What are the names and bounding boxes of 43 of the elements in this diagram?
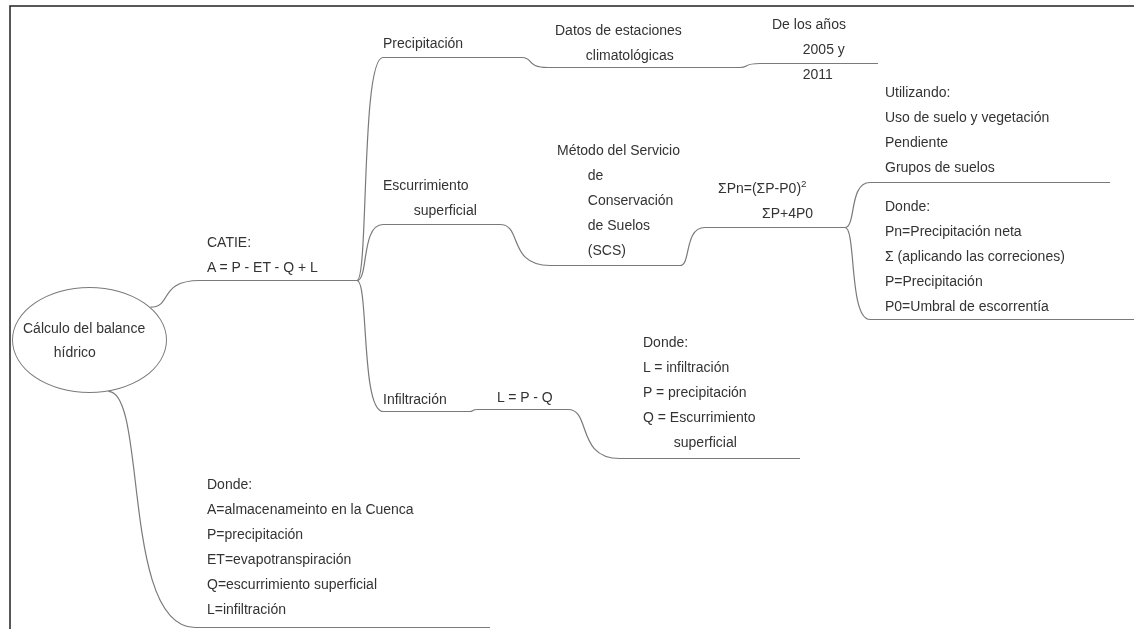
branch-connector xyxy=(679,226,706,267)
branch-connector xyxy=(844,226,871,321)
branch-text: Pendiente xyxy=(885,133,950,152)
branch-text: ΣPn=(ΣP-P0)$^{2}$ xyxy=(718,177,808,198)
branch-text: Datos de estaciones climatológicas xyxy=(555,21,683,65)
branch-text: Donde: xyxy=(207,475,254,494)
branch-text: CATIE: xyxy=(207,233,253,252)
branch-text: L = infiltración xyxy=(643,358,731,377)
branch-text: Uso de suelo y vegetación xyxy=(885,108,1051,127)
branch-text: L=infiltración xyxy=(207,600,287,619)
branch-text: Utilizando: xyxy=(885,83,952,102)
topic-text: Cálculo del balance hídrico xyxy=(23,319,147,362)
branch-text: Donde: xyxy=(643,333,690,352)
branch-text: Σ (aplicando las correciones) xyxy=(885,247,1066,266)
branch-connector xyxy=(149,279,201,308)
branch-text: A = P - ET - Q + L xyxy=(207,258,319,277)
branch-text: Q=escurrimiento superficial xyxy=(207,575,378,594)
branch-text: L = P - Q xyxy=(497,388,554,407)
branch-connector xyxy=(844,181,871,229)
branch-connector xyxy=(356,56,384,282)
branch-text: ΣP+4P0 xyxy=(762,204,815,223)
branch-text: Método del Servicio de Conservación de Suelos (SCS) xyxy=(557,141,680,260)
branch-connector xyxy=(499,223,551,267)
branch-text: De los años 2005 y 2011 xyxy=(772,15,847,84)
branch-connector xyxy=(469,408,479,413)
branch-connector xyxy=(739,62,761,69)
branch-text: P=Precipitación xyxy=(885,272,984,291)
branch-text: Grupos de suelos xyxy=(885,158,996,177)
branch-text: A=almacenameinto en la Cuenca xyxy=(207,500,415,519)
branch-text: Precipitación xyxy=(383,34,465,53)
branch-connector xyxy=(356,223,384,282)
branch-connector xyxy=(356,279,384,413)
branch-text: P = precipitación xyxy=(643,383,748,402)
branch-text: Q = Escurrimiento superficial xyxy=(643,408,757,452)
branch-text: P0=Umbral de escorrentía xyxy=(885,297,1050,316)
branch-text: Pn=Precipitación neta xyxy=(885,222,1023,241)
branch-connector xyxy=(521,56,549,69)
branch-text: Escurrimiento superficial xyxy=(383,176,478,220)
branch-text: Infiltración xyxy=(383,390,448,409)
branch-connector xyxy=(567,408,621,460)
branch-text: Donde: xyxy=(885,197,932,216)
branch-text: ET=evapotranspiración xyxy=(207,550,353,569)
branch-text: P=precipitación xyxy=(207,525,305,544)
